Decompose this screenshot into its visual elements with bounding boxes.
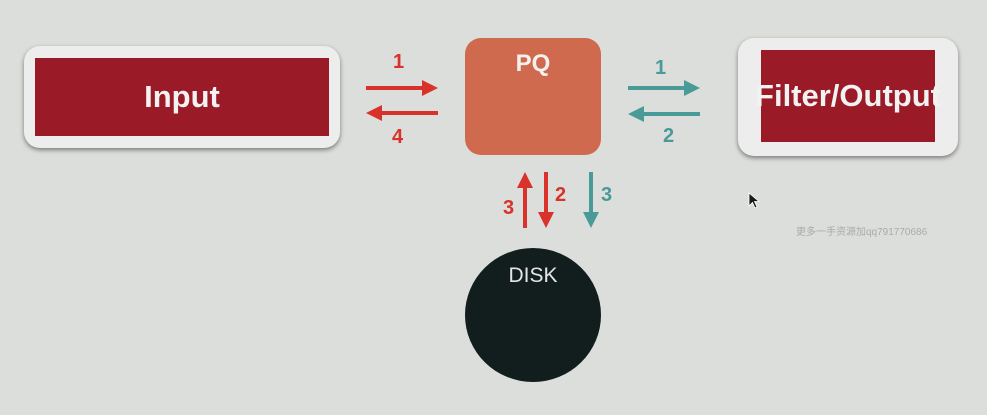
arrow-label-pq-to-input: 4 — [392, 126, 404, 148]
input-node: Input — [24, 46, 340, 148]
filter-label-line2: Output — [839, 78, 941, 114]
watermark-text: 更多一手资源加qq791770686 — [796, 227, 928, 238]
disk-node: DISK — [465, 248, 601, 382]
mouse-pointer-icon — [748, 192, 760, 209]
pq-node: PQ — [465, 38, 601, 155]
filter-output-node: Filter/ Output — [738, 38, 958, 156]
arrow-pq-to-disk-teal — [583, 172, 599, 228]
arrow-label-pq-to-filter: 1 — [655, 57, 667, 79]
pq-label: PQ — [515, 50, 551, 77]
arrow-label-pq-to-disk-red: 2 — [555, 184, 567, 206]
input-label: Input — [35, 58, 329, 136]
filter-label-line1: Filter/ — [755, 78, 840, 114]
arrow-pq-to-input — [366, 105, 438, 121]
arrow-label-filter-to-pq: 2 — [663, 125, 675, 147]
arrow-disk-to-pq — [517, 172, 533, 228]
arrow-label-pq-to-disk-teal: 3 — [601, 184, 613, 206]
arrow-filter-to-pq — [628, 106, 700, 122]
disk-label: DISK — [508, 264, 558, 287]
arrow-input-to-pq — [366, 80, 438, 96]
arrow-pq-to-filter — [628, 80, 700, 96]
arrow-label-input-to-pq: 1 — [393, 51, 405, 73]
arrow-pq-to-disk-red — [538, 172, 554, 228]
filter-output-label: Filter/ Output — [755, 50, 941, 142]
arrow-label-disk-to-pq: 3 — [503, 197, 515, 219]
